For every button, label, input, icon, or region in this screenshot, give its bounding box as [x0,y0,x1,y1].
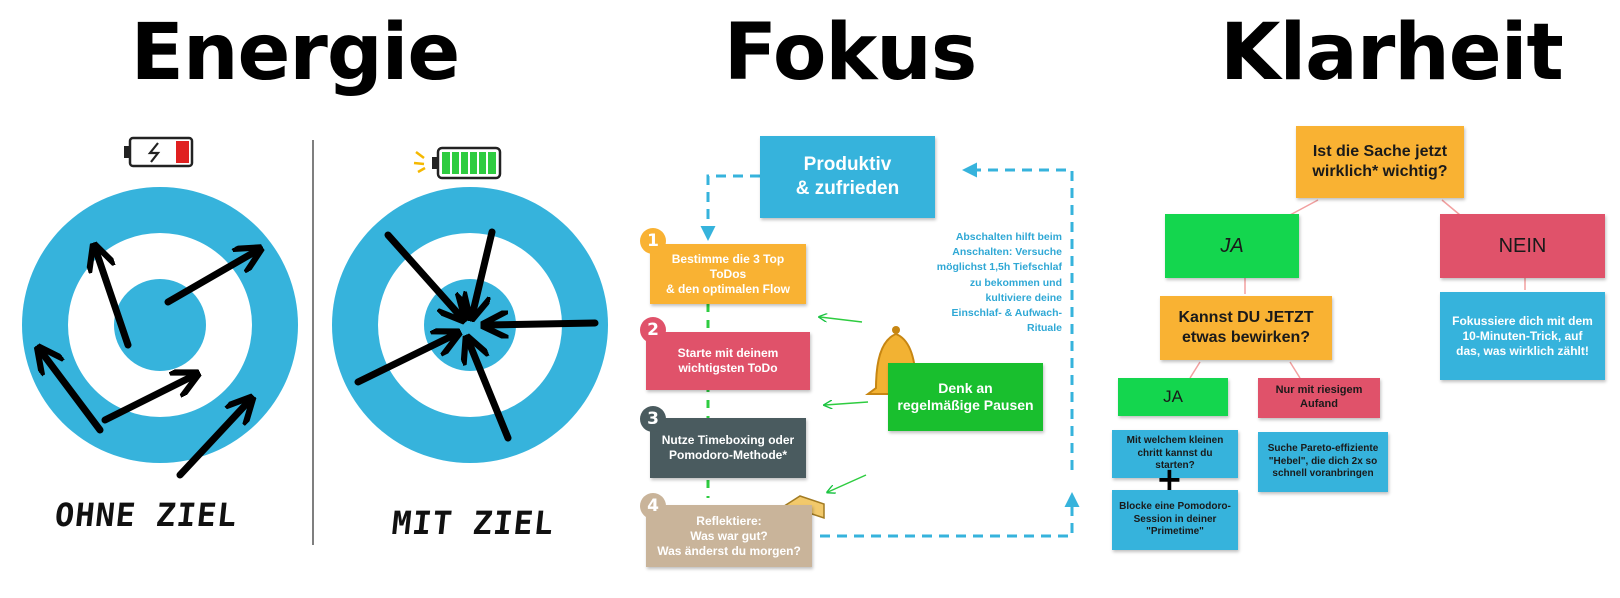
heading-energie: Energie [130,8,461,98]
plus-sign: + [1156,460,1183,498]
converging-arrows [354,228,599,442]
heading-fokus: Fokus [723,8,978,98]
target-ohne-ziel [22,187,298,463]
step-4-box: Reflektiere: Was war gut? Was änderst du… [646,505,812,567]
label-mit-ziel: MIT ZIEL [390,504,557,542]
question-text: Ist die Sache jetzt wirklich* wichtig? [1312,143,1448,180]
box-pausen: Denk an regelmäßige Pausen [888,363,1043,431]
battery-full-icon [413,146,502,180]
battery-low-icon [124,136,194,168]
label-ohne-ziel: OHNE ZIEL [53,496,240,534]
box-produktiv-zufrieden: Produktiv & zufrieden [760,136,935,218]
box-fokussiere: Fokussiere dich mit dem 10-Minuten-Trick… [1440,292,1605,380]
box-kleiner-schritt: Mit welchem kleinen chritt kannst du sta… [1112,430,1238,478]
scattered-arrows [40,248,258,479]
step-4-number: 4 [640,493,666,519]
step-1-number: 1 [640,228,666,254]
heading-klarheit: Klarheit [1220,8,1564,98]
klarheit-connectors [1189,199,1526,379]
box-nein: NEIN [1440,214,1605,278]
step-3-box: Nutze Timeboxing oder Pomodoro-Methode* [650,418,806,478]
box-pareto: Suche Pareto-effiziente "Hebel", die dic… [1258,432,1388,492]
step-2-box: Starte mit deinem wichtigsten ToDo [646,332,810,390]
step-2-number: 2 [640,317,666,343]
box-kannst-du: Kannst DU JETZT etwas bewirken? [1160,296,1332,360]
step-3-number: 3 [640,406,666,432]
step-1-box: Bestimme die 3 Top ToDos & den optimalen… [650,244,806,304]
box-pomodoro-session: Blocke eine Pomodoro- Session in deiner … [1112,490,1238,550]
box-frage-wichtig: Ist die Sache jetzt wirklich* wichtig? [1296,126,1464,198]
box-ja-1: JA [1165,214,1299,278]
box-riesigem-aufwand: Nur mit riesigem Aufand [1258,378,1380,418]
box-ja-2: JA [1118,378,1228,416]
note-tiefschlaf: Abschalten hilft beim Anschalten: Versuc… [936,231,1062,335]
